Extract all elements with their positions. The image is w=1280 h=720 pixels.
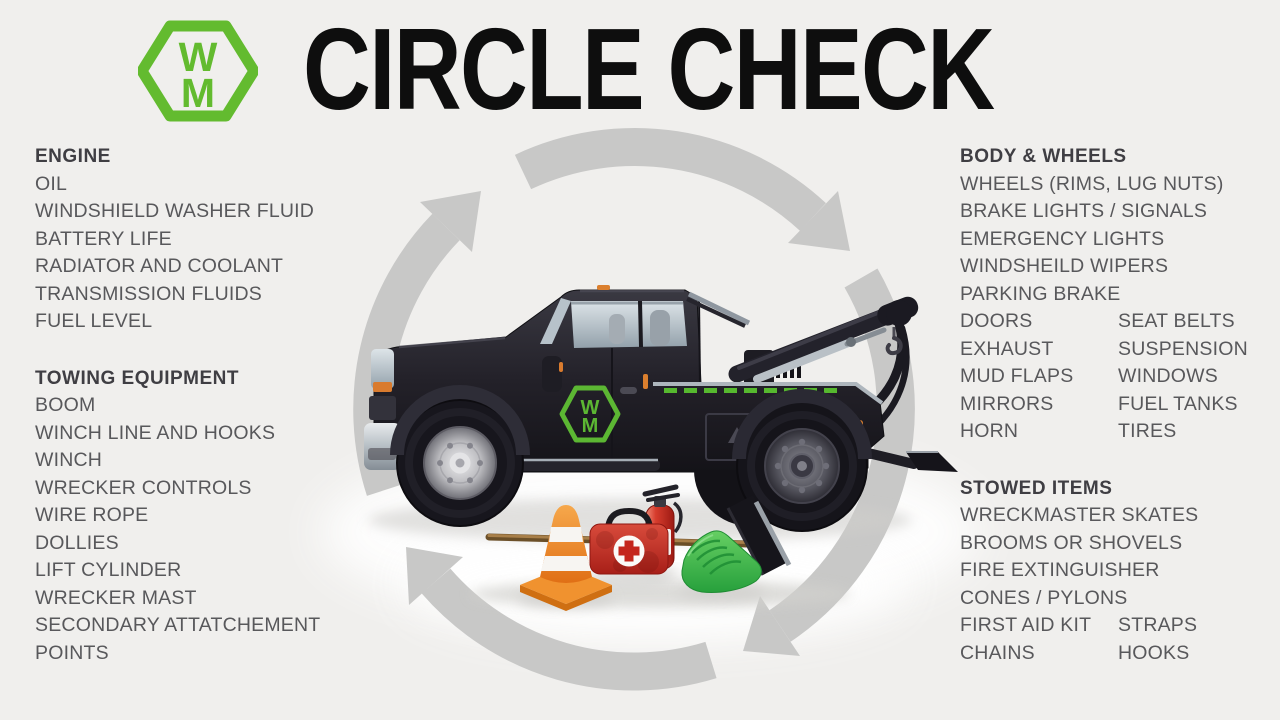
front-wheel — [396, 399, 524, 527]
checklist-item: SEAT BELTS — [1118, 310, 1235, 332]
arrow-arc-top — [514, 127, 850, 251]
section-heading-engine: ENGINE — [35, 146, 111, 167]
checklist-item: STRAPS — [1118, 614, 1198, 636]
section-heading-body-wheels: BODY & WHEELS — [960, 146, 1127, 167]
checklist-item: WINDOWS — [1118, 365, 1218, 387]
checklist-item: WRECKER MAST — [35, 586, 197, 609]
checklist-item: DOLLIES — [35, 531, 119, 554]
arrow-arc-bottom — [406, 547, 717, 691]
first-aid-kit — [585, 507, 673, 585]
checklist-item: HOOKS — [1118, 641, 1190, 664]
checklist-item: HORN — [960, 420, 1019, 442]
checklist-item: WHEELS (RIMS, LUG NUTS) — [960, 172, 1224, 195]
checklist-item: TRANSMISSION FLUIDS — [35, 282, 262, 305]
logo-letter-m: M — [181, 70, 215, 116]
checklist-item: POINTS — [35, 641, 109, 664]
checklist-item: BATTERY LIFE — [35, 227, 172, 250]
section-heading-towing: TOWING EQUIPMENT — [35, 367, 239, 389]
stowed-equipment — [470, 484, 850, 611]
checklist-item: MIRRORS — [960, 392, 1054, 415]
door-logo-m: M — [582, 415, 599, 437]
tow-boom — [728, 296, 919, 443]
towing-equipment-section: TOWING EQUIPMENT BOOM WINCH LINE AND HOO… — [35, 365, 375, 668]
checklist-pair-row: DOORS SEAT BELTS — [960, 308, 1270, 336]
right-column: BODY & WHEELS WHEELS (RIMS, LUG NUTS) BR… — [960, 143, 1270, 667]
checklist-item: OIL — [35, 172, 68, 195]
cab-windows — [540, 298, 687, 348]
running-board — [512, 459, 660, 471]
wheel-skate — [678, 530, 766, 600]
wm-door-logo: W M — [559, 385, 621, 443]
checklist-pair-row: EXHAUST SUSPENSION — [960, 336, 1270, 364]
checklist-item: BOOM — [35, 394, 96, 416]
checklist-item: CHAINS — [960, 641, 1035, 664]
checklist-item: FIRST AID KIT — [960, 614, 1092, 636]
checklist-item: WIRE ROPE — [35, 504, 149, 526]
checklist-item: CONES / PYLONS — [960, 586, 1128, 609]
left-column: ENGINE OIL WINDSHIELD WASHER FLUID BATTE… — [35, 143, 375, 667]
logo-letter-w: W — [179, 34, 218, 80]
traffic-cone — [518, 505, 614, 611]
checklist-item: LIFT CYLINDER — [35, 559, 182, 581]
checklist-pair-row: HORN TIRES — [960, 418, 1270, 446]
checklist-item: EMERGENCY LIGHTS — [960, 227, 1165, 250]
body-wheels-section: BODY & WHEELS WHEELS (RIMS, LUG NUTS) BR… — [960, 143, 1270, 446]
rear-wheel — [736, 400, 868, 532]
stowed-items-section: STOWED ITEMS WRECKMASTER SKATES BROOMS O… — [960, 475, 1270, 668]
checklist-pair-row: FIRST AID KIT STRAPS — [960, 612, 1270, 640]
side-mirror — [542, 356, 562, 392]
checklist-pair-row: MUD FLAPS WINDOWS — [960, 363, 1270, 391]
checklist-item: WRECKMASTER SKATES — [960, 504, 1199, 526]
checklist-item: WINCH — [35, 449, 103, 471]
section-heading-stowed: STOWED ITEMS — [960, 477, 1113, 499]
checklist-item: FUEL TANKS — [1118, 392, 1238, 415]
door-handle — [620, 387, 637, 394]
checklist-item: MUD FLAPS — [960, 365, 1074, 387]
checklist-item: BRAKE LIGHTS / SIGNALS — [960, 200, 1208, 222]
checklist-item: SECONDARY ATTATCHEMENT — [35, 614, 321, 636]
checklist-item: FUEL LEVEL — [35, 310, 153, 332]
checklist-item: RADIATOR AND COOLANT — [35, 255, 284, 277]
checklist-item: TIRES — [1118, 420, 1177, 442]
checklist-pair-row: MIRRORS FUEL TANKS — [960, 391, 1270, 419]
checklist-item: SUSPENSION — [1118, 337, 1248, 360]
checklist-item: DOORS — [960, 310, 1033, 332]
wheel-lift — [859, 447, 958, 472]
checklist-item: WINDSHIELD WASHER FLUID — [35, 200, 315, 222]
checklist-item: WINDSHEILD WIPERS — [960, 255, 1169, 277]
checklist-item: WINCH LINE AND HOOKS — [35, 421, 276, 444]
checklist-item: WRECKER CONTROLS — [35, 476, 252, 499]
door-logo-w: W — [581, 397, 600, 419]
checklist-item: PARKING BRAKE — [960, 282, 1121, 305]
checklist-item: EXHAUST — [960, 337, 1054, 360]
checklist-item: FIRE EXTINGUISHER — [960, 559, 1160, 581]
engine-section: ENGINE OIL WINDSHIELD WASHER FLUID BATTE… — [35, 143, 375, 336]
checklist-pair-row: CHAINS HOOKS — [960, 640, 1270, 668]
page-title: CIRCLE CHECK — [303, 4, 995, 134]
red-cross-icon — [618, 540, 640, 562]
wm-hexagon-logo: W M — [138, 20, 258, 122]
checklist-item: BROOMS OR SHOVELS — [960, 531, 1183, 554]
